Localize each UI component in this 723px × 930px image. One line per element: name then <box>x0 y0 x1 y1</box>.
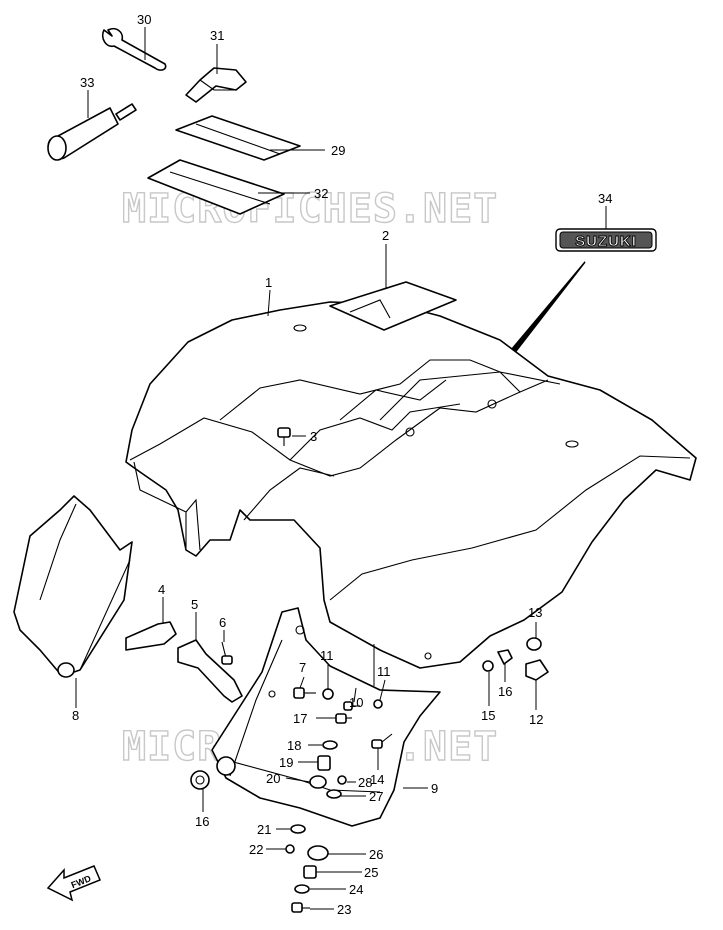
callout-32: 31 <box>210 28 224 43</box>
part-23-nut <box>285 844 295 854</box>
callout-5: 5 <box>191 597 198 612</box>
part-34-tool-roll <box>47 103 137 161</box>
callout-20: 19 <box>279 755 293 770</box>
callout-12: 12 <box>529 712 543 727</box>
callout-1: 1 <box>265 275 272 290</box>
part-31-spanner <box>101 27 167 71</box>
part-4-stay <box>125 621 177 651</box>
part-30-tool-bag <box>175 115 301 161</box>
part-14-bolt <box>371 733 393 749</box>
part-26-collar <box>303 865 317 879</box>
part-19-washer <box>322 740 338 750</box>
part-32-bracket <box>185 67 247 103</box>
part-3-bolt <box>277 427 291 446</box>
part-2-mat <box>329 281 457 331</box>
part-33-pouch <box>147 159 285 215</box>
callout-10: 10 <box>349 695 363 710</box>
callout-6: 6 <box>219 615 226 630</box>
part-15-washer <box>482 660 494 672</box>
part-8-inner-panel <box>13 495 133 678</box>
callout-33: 32 <box>314 186 328 201</box>
fwd-arrow-icon: FWD <box>46 865 101 902</box>
part-13-nut <box>526 637 542 651</box>
badge-text: SUZUKI <box>575 233 637 250</box>
part-12-clip <box>525 659 549 681</box>
part-27-cushion <box>307 845 329 861</box>
callout-11a: 11 <box>320 648 334 663</box>
part-5-bracket <box>177 639 243 703</box>
part-11-washer-a <box>322 688 334 700</box>
callout-28: 27 <box>369 789 383 804</box>
callout-22: 21 <box>257 822 271 837</box>
callout-25: 24 <box>349 882 363 897</box>
part-7-bolt <box>293 687 316 699</box>
callout-29: 28 <box>358 775 372 790</box>
part-24-bolt <box>291 902 310 913</box>
callout-7: 7 <box>299 660 306 675</box>
callout-35: 34 <box>598 191 612 206</box>
callout-23: 22 <box>249 842 263 857</box>
part-21-grommet <box>309 775 327 789</box>
leader-lines <box>75 27 607 910</box>
callout-18: 17 <box>293 711 307 726</box>
part-10-screw <box>343 701 360 711</box>
part-35-badge: SUZUKI <box>555 228 657 252</box>
callout-3: 3 <box>310 429 317 444</box>
part-6-bolt <box>221 641 233 665</box>
part-11-washer-b <box>373 699 383 709</box>
part-20-collar <box>317 755 331 771</box>
callout-13: 13 <box>528 605 542 620</box>
callout-17: 16 <box>195 814 209 829</box>
part-18-bolt <box>335 713 352 724</box>
callout-24: 23 <box>337 902 351 917</box>
callout-16: 16 <box>498 684 512 699</box>
callout-4: 4 <box>158 582 165 597</box>
callout-19: 18 <box>287 738 301 753</box>
callout-26: 25 <box>364 865 378 880</box>
callout-34: 33 <box>80 75 94 90</box>
callout-30: 29 <box>331 143 345 158</box>
part-28-washer <box>326 789 342 799</box>
part-25-washer <box>294 884 310 894</box>
callout-21: 20 <box>266 771 280 786</box>
part-22-washer <box>290 824 306 834</box>
watermark-top: MICROFICHES.NET <box>122 186 498 232</box>
callout-2: 2 <box>382 228 389 243</box>
callout-labels: 30 31 33 29 32 34 2 1 3 4 5 6 8 13 15 16… <box>72 12 612 917</box>
callout-8: 8 <box>72 708 79 723</box>
part-29-nut <box>337 775 347 785</box>
callout-31: 30 <box>137 12 151 27</box>
part-16-clip <box>497 649 513 665</box>
callout-14: 14 <box>370 772 384 787</box>
callout-15: 15 <box>481 708 495 723</box>
part-1-rear-fender <box>125 301 697 669</box>
badge-pointer-arrow <box>504 261 586 361</box>
callout-9: 9 <box>431 781 438 796</box>
part-17-grommet <box>190 770 210 790</box>
callout-27: 26 <box>369 847 383 862</box>
callout-11b: 11 <box>377 664 391 679</box>
